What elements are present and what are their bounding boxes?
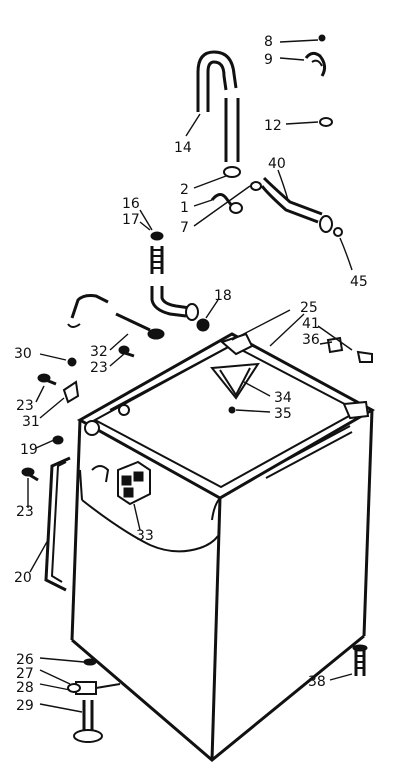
standpipe-hose: [196, 50, 241, 178]
callout-19: 19: [20, 442, 38, 458]
callout-18: 18: [214, 288, 232, 304]
right-top-parts: [326, 336, 373, 363]
callout-45: 45: [350, 274, 368, 290]
callout-23-b: 23: [16, 398, 34, 414]
clamps: [304, 34, 333, 127]
side-brace: [44, 456, 71, 592]
callout-14: 14: [174, 140, 192, 156]
callout-36: 36: [302, 332, 320, 348]
inlet-hose: [150, 231, 210, 332]
callout-labels: 8 9 12 14 40 2 1 7 45 16 17 18 25 41 36 …: [14, 34, 368, 714]
callout-35: 35: [274, 406, 292, 422]
callout-17: 17: [122, 212, 140, 228]
callout-23-a: 23: [90, 360, 108, 376]
bottom-parts: [67, 644, 368, 743]
cabinet: [70, 332, 376, 762]
callout-1: 1: [180, 200, 189, 216]
callout-8: 8: [264, 34, 273, 50]
callout-20: 20: [14, 570, 32, 586]
callout-23-c: 23: [16, 504, 34, 520]
callout-28: 28: [16, 680, 34, 696]
callout-27: 27: [16, 666, 34, 682]
callout-40: 40: [268, 156, 286, 172]
callout-12: 12: [264, 118, 282, 134]
leader-lines: [27, 39, 353, 713]
callout-32: 32: [90, 344, 108, 360]
callout-34: 34: [274, 390, 292, 406]
drain-hose: [210, 176, 343, 237]
suspension-cone: [210, 362, 260, 414]
callout-7: 7: [180, 220, 189, 236]
callout-38: 38: [308, 674, 326, 690]
callout-16: 16: [122, 196, 140, 212]
switch-block: [91, 460, 151, 506]
callout-26: 26: [16, 652, 34, 668]
callout-25: 25: [300, 300, 318, 316]
callout-41: 41: [302, 316, 320, 332]
callout-30: 30: [14, 346, 32, 362]
callout-33: 33: [136, 528, 154, 544]
callout-29: 29: [16, 698, 34, 714]
callout-31: 31: [22, 414, 40, 430]
left-side-parts: [21, 294, 165, 482]
callout-9: 9: [264, 52, 273, 68]
corner-brackets: [84, 332, 370, 436]
callout-2: 2: [180, 182, 189, 198]
